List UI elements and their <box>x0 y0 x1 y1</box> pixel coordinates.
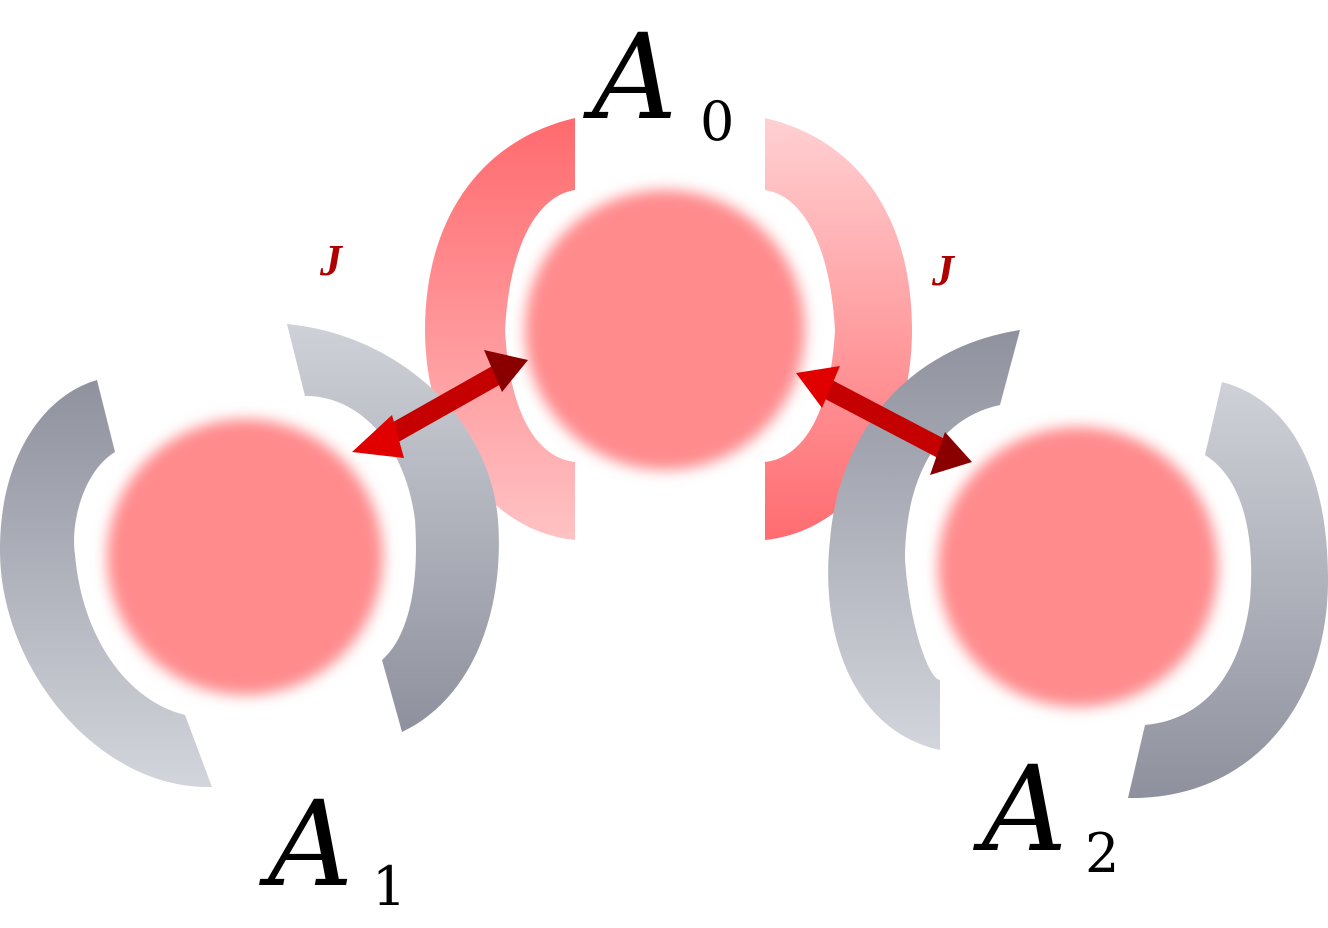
label-A0: A 0 <box>583 8 734 153</box>
svg-text:A: A <box>973 740 1067 878</box>
svg-text:0: 0 <box>700 90 734 153</box>
svg-text:2: 2 <box>1085 822 1119 885</box>
cavity-right <box>828 330 1328 799</box>
mode-right <box>938 427 1218 707</box>
svg-text:A: A <box>583 8 677 146</box>
coupling-arrow-right <box>796 366 972 475</box>
mode-center <box>525 190 805 470</box>
mirror-right-outer <box>1128 382 1328 799</box>
mode-left <box>107 419 383 695</box>
cavity-center <box>425 118 912 540</box>
mirror-right-inner <box>828 330 1020 750</box>
coupling-label-right: J <box>931 246 956 295</box>
mirror-left-outer <box>0 380 212 788</box>
label-A2: A 2 <box>973 740 1119 885</box>
cavity-left <box>0 324 499 788</box>
mirror-left-inner <box>287 324 499 732</box>
svg-text:A: A <box>259 775 353 913</box>
label-A1: A 1 <box>259 775 406 918</box>
coupling-label-left: J <box>319 236 344 285</box>
svg-text:1: 1 <box>372 855 406 918</box>
coupling-arrow-left <box>352 350 528 458</box>
